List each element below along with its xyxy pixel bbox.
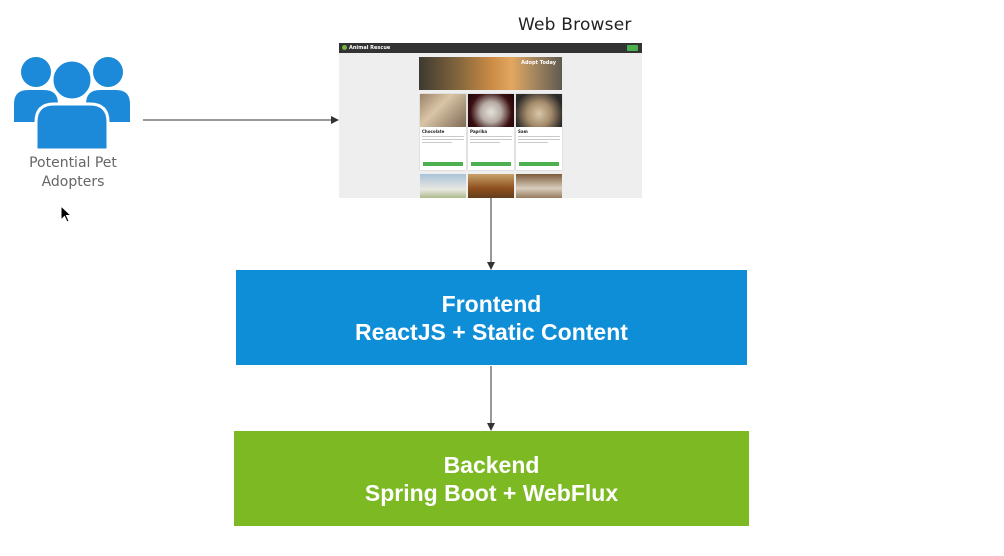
pet-text-line	[422, 136, 464, 137]
backend-subtitle: Spring Boot + WebFlux	[364, 479, 619, 506]
pet-card: Sam	[516, 94, 562, 170]
login-button	[626, 45, 638, 51]
mouse-cursor-icon	[60, 205, 72, 223]
hero-banner: Adopt Today	[419, 57, 562, 90]
pet-text-line	[518, 136, 560, 137]
pet-name: Sam	[518, 129, 528, 134]
pet-card: Chocolate	[420, 94, 466, 170]
pet-name: Paprika	[470, 129, 488, 134]
users-label-line2: Adopters	[41, 174, 105, 190]
adopt-button	[471, 162, 511, 166]
frontend-subtitle: ReactJS + Static Content	[355, 318, 628, 345]
app-navbar	[339, 43, 642, 53]
pet-text-line	[518, 142, 548, 143]
pet-text-line	[470, 136, 512, 137]
adopt-button	[423, 162, 463, 166]
users-label-line1: Potential Pet	[29, 155, 117, 171]
hero-text: Adopt Today	[521, 60, 556, 66]
app-brand-label: Animal Rescue	[349, 45, 391, 51]
users-label: Potential Pet Adopters	[10, 154, 136, 192]
pet-name: Chocolate	[422, 129, 445, 134]
pet-photo	[516, 174, 562, 198]
frontend-box: Frontend ReactJS + Static Content	[236, 270, 747, 365]
paw-icon	[342, 45, 347, 50]
pet-text-line	[422, 142, 452, 143]
backend-box: Backend Spring Boot + WebFlux	[234, 431, 749, 526]
pet-card: Paprika	[468, 94, 514, 170]
pet-photo	[420, 94, 466, 127]
pet-text-line	[518, 139, 560, 140]
app-brand: Animal Rescue	[342, 43, 390, 53]
browser-caption: Web Browser	[518, 15, 632, 35]
frontend-title: Frontend	[441, 290, 542, 317]
adopt-button	[519, 162, 559, 166]
pet-text-line	[470, 139, 512, 140]
pet-photo	[468, 94, 514, 127]
pet-text-line	[470, 142, 500, 143]
pet-photo	[468, 174, 514, 198]
users-group-icon	[14, 57, 130, 152]
pet-text-line	[422, 139, 464, 140]
pet-photo	[516, 94, 562, 127]
backend-title: Backend	[443, 451, 540, 478]
pet-photo	[420, 174, 466, 198]
browser-screenshot: Animal Rescue Adopt Today Chocolate Papr…	[339, 43, 642, 198]
